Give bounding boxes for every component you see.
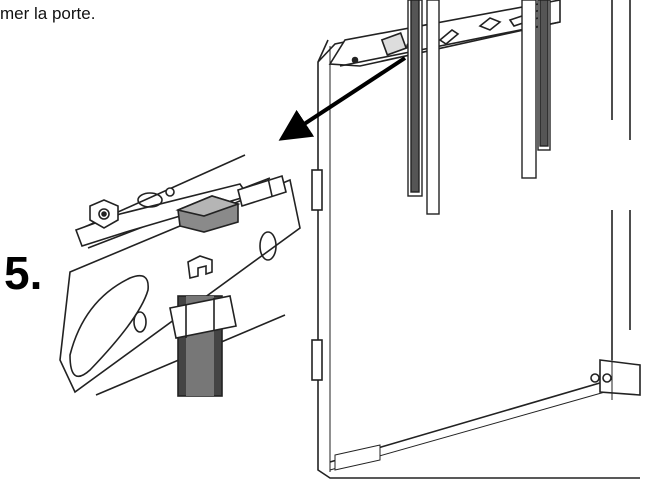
step-number: 5.: [4, 247, 43, 299]
direction-arrow: [278, 56, 407, 141]
drive-rails: [407, 0, 551, 215]
instruction-text: mer la porte.: [0, 4, 96, 23]
garage-door: [311, 0, 641, 479]
detail-view: [59, 154, 301, 397]
